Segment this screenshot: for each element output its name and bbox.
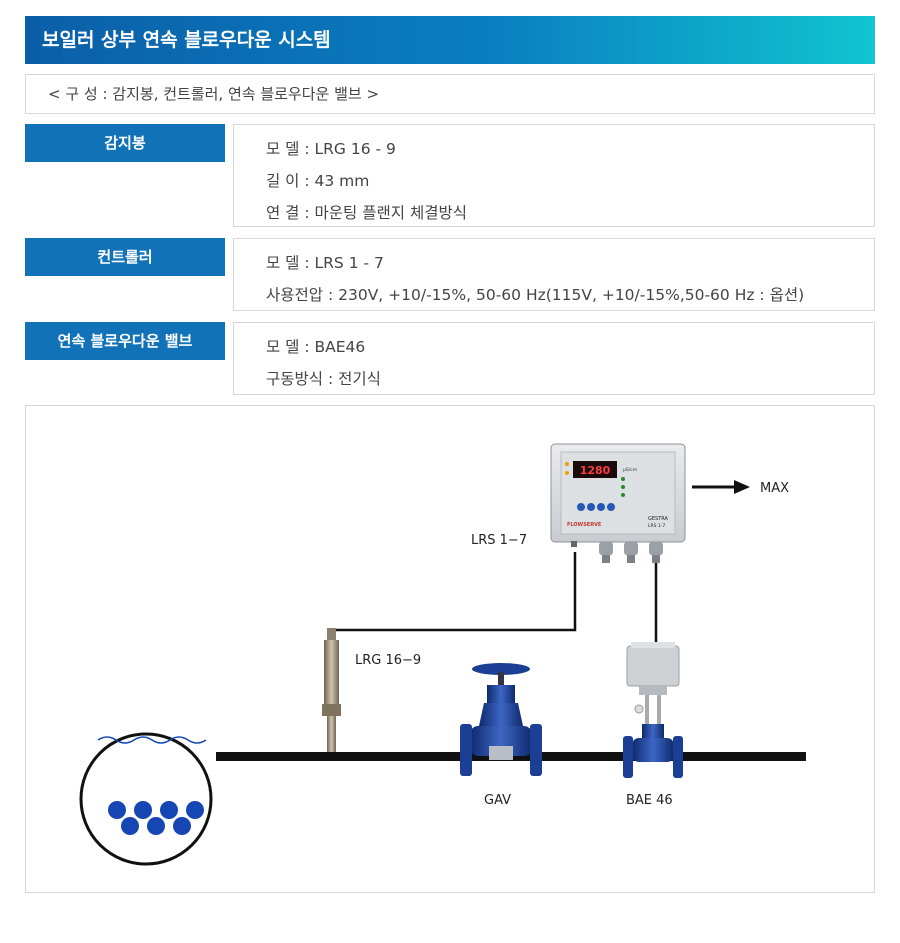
controller-brand: GESTRA xyxy=(648,516,669,522)
section-label-valve: 연속 블로우다운 밸브 xyxy=(25,322,225,360)
section-label-sensor: 감지봉 xyxy=(25,124,225,162)
diagram-svg: 1280 µS/cm FLOWSERVE GESTRA LRS 1-7 MAX … xyxy=(79,443,806,866)
bae46-valve xyxy=(623,642,683,778)
svg-text:FLOWSERVE: FLOWSERVE xyxy=(567,522,602,528)
composition-note: < 구 성 : 감지봉, 컨트롤러, 연속 블로우다운 밸브 > xyxy=(25,74,875,114)
system-diagram: 1280 µS/cm FLOWSERVE GESTRA LRS 1-7 MAX … xyxy=(25,405,875,893)
sensor-wire xyxy=(332,552,577,632)
spec-line: 구동방식 : 전기식 xyxy=(266,370,381,388)
section-spec-valve: 모 델 : BAE46 구동방식 : 전기식 xyxy=(233,322,875,395)
output-label: MAX xyxy=(760,481,789,496)
spec-line: 연 결 : 마운팅 플랜지 체결방식 xyxy=(266,204,467,222)
gav-valve xyxy=(460,663,542,776)
sensor-label: LRG 16−9 xyxy=(355,653,421,668)
section-spec-controller: 모 델 : LRS 1 - 7 사용전압 : 230V, +10/-15%, 5… xyxy=(233,238,875,311)
section-label-controller: 컨트롤러 xyxy=(25,238,225,276)
boiler-icon xyxy=(79,732,213,866)
section-spec-sensor: 모 델 : LRG 16 - 9 길 이 : 43 mm 연 결 : 마운팅 플… xyxy=(233,124,875,227)
sensor-probe xyxy=(322,628,341,752)
controller-display: 1280 xyxy=(580,464,611,477)
arrow-head-icon xyxy=(734,480,750,494)
valve-bae46-label: BAE 46 xyxy=(626,793,673,808)
spec-line: 모 델 : LRG 16 - 9 xyxy=(266,140,396,158)
spec-line: 모 델 : BAE46 xyxy=(266,338,366,356)
spec-line: 사용전압 : 230V, +10/-15%, 50-60 Hz(115V, +1… xyxy=(266,286,805,304)
controller-unit: µS/cm xyxy=(623,467,637,473)
controller-model: LRS 1-7 xyxy=(648,523,665,529)
spec-line: 길 이 : 43 mm xyxy=(266,172,370,190)
spec-line: 모 델 : LRS 1 - 7 xyxy=(266,254,384,272)
controller-label: LRS 1−7 xyxy=(471,533,527,548)
valve-gav-label: GAV xyxy=(484,793,511,808)
controller-device: 1280 µS/cm FLOWSERVE GESTRA LRS 1-7 xyxy=(550,443,686,563)
page-title: 보일러 상부 연속 블로우다운 시스템 xyxy=(25,16,875,64)
